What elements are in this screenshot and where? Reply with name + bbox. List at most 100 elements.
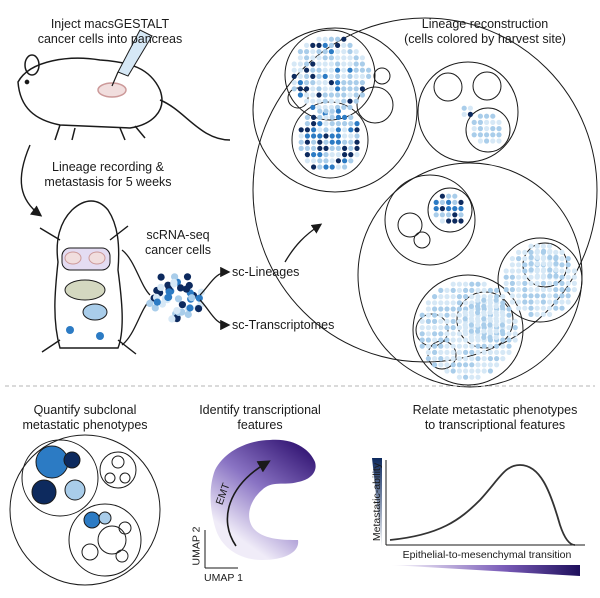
lineage-cell-dot <box>487 356 493 362</box>
lineage-cell-dot <box>493 316 499 322</box>
lineage-cell-dot <box>490 132 496 138</box>
lineage-cell-dot <box>329 164 335 170</box>
lineage-cell-dot <box>541 273 547 279</box>
lineage-cell-dot <box>487 368 493 374</box>
lineage-cell-dot <box>359 67 365 73</box>
lineage-cell-dot <box>425 343 431 349</box>
emt-gradient-wedge <box>390 565 580 576</box>
lineage-cell-dot <box>439 206 445 212</box>
cell-dot <box>146 299 154 307</box>
lineage-cell-dot <box>516 299 522 305</box>
lineage-cell-dot <box>304 86 310 92</box>
lineage-cell-dot <box>310 73 316 79</box>
lineage-cell-dot <box>461 111 467 117</box>
lineage-cell-dot <box>484 132 490 138</box>
lineage-cell-dot <box>516 268 522 274</box>
cell-dot <box>197 288 205 296</box>
lineage-cell-dot <box>311 139 317 145</box>
lineage-cell-dot <box>463 300 469 306</box>
lineage-cell-dot <box>335 36 341 42</box>
lineage-cell-dot <box>353 98 359 104</box>
cell-dot <box>183 273 192 281</box>
lineage-cell-dot <box>571 287 578 293</box>
lineage-cell-dot <box>450 331 456 337</box>
lineage-cell-dot <box>468 328 474 334</box>
lineage-cell-dot <box>475 287 481 293</box>
lineage-cell-dot <box>335 145 341 151</box>
clade-circle-b <box>417 61 519 163</box>
lineage-cell-dot <box>432 362 438 368</box>
lineage-cell-dot <box>419 343 425 349</box>
cell-dot <box>173 315 181 323</box>
lineage-cell-dot <box>458 218 464 224</box>
lineage-cell-dot <box>528 254 534 260</box>
lineage-cell-dot <box>540 280 547 286</box>
lineage-cell-dot <box>450 318 456 324</box>
lineage-cell-dot <box>461 105 467 111</box>
lineage-cell-dot <box>559 256 565 262</box>
lineage-cell-dot <box>468 316 474 322</box>
lineage-cell-dot <box>322 73 328 79</box>
lineage-cell-dot <box>462 328 468 334</box>
lineage-cell-dot <box>547 267 553 273</box>
arrow-to-transcriptomes <box>199 299 231 331</box>
lineage-cell-dot <box>528 305 534 311</box>
lineage-cell-dot <box>323 164 329 170</box>
lineage-cell-dot <box>304 145 310 151</box>
cell-dot <box>188 294 196 302</box>
lineage-cell-dot <box>503 280 509 286</box>
reconstruction-label-line2: (cells colored by harvest site) <box>404 32 566 46</box>
lineage-cell-dot <box>516 262 522 268</box>
lineage-cell-dot <box>541 254 547 260</box>
lineage-cell-dot <box>475 334 481 340</box>
lineage-cell-dot <box>456 287 462 293</box>
lineage-cell-dot <box>496 126 502 132</box>
lineage-cell-dot <box>311 127 317 133</box>
arrow-to-cells-upper <box>121 249 151 296</box>
lineage-cell-dot <box>481 343 487 349</box>
lineage-cell-dot <box>534 243 540 249</box>
lineage-cell-dot <box>547 273 553 279</box>
relate-label-line1: Relate metastatic phenotypes <box>412 403 578 417</box>
lineage-cell-dot <box>341 80 347 86</box>
lineage-cell-dot <box>452 212 458 218</box>
lineage-cell-dot <box>463 368 469 374</box>
lineage-cell-dot <box>540 293 547 299</box>
lineage-cell-dot <box>490 138 496 144</box>
lineage-cell-dot <box>317 164 323 170</box>
lineage-cell-dot <box>329 158 335 164</box>
lineage-cell-dot <box>444 294 450 300</box>
lineage-cell-dot <box>540 299 547 305</box>
lineage-cell-dot <box>456 294 462 300</box>
lineage-cell-dot <box>522 293 528 299</box>
lineage-cell-dot <box>329 108 335 114</box>
lineage-cell-dot <box>528 267 534 273</box>
lineage-cell-dot <box>456 306 462 312</box>
lineage-cell-dot <box>419 331 425 337</box>
lineage-cell-dot <box>304 114 310 120</box>
arrow-to-lineages <box>199 266 231 296</box>
lineage-cell-dot <box>433 212 439 218</box>
lineage-cell-dot <box>353 80 359 86</box>
lineage-cell-dot <box>463 356 469 362</box>
quantify-label-line2: metastatic phenotypes <box>22 418 148 432</box>
lineage-cell-dot <box>484 126 490 132</box>
inject-label-line2: cancer cells into pancreas <box>37 32 183 46</box>
lineage-cell-dot <box>323 158 329 164</box>
lineage-cell-dot <box>512 318 518 324</box>
lineage-cell-dot <box>493 297 499 303</box>
lineage-cell-dot <box>463 281 469 287</box>
lineage-cell-dot <box>341 61 347 67</box>
lineage-cell-dot <box>291 86 297 92</box>
lineage-cell-dot <box>444 349 450 355</box>
lineage-cell-dot <box>450 287 456 293</box>
lineage-cell-dot <box>425 331 431 337</box>
identify-label-line2: features <box>237 418 283 432</box>
lineage-cell-dot <box>487 310 493 316</box>
lineage-cell-dot <box>342 145 348 151</box>
lineage-cell-dot <box>547 248 553 254</box>
lineage-cell-dot <box>547 299 553 305</box>
lineage-cell-dot <box>484 119 490 125</box>
lineage-cell-dot <box>456 312 462 318</box>
lineage-cell-dot <box>509 256 515 262</box>
